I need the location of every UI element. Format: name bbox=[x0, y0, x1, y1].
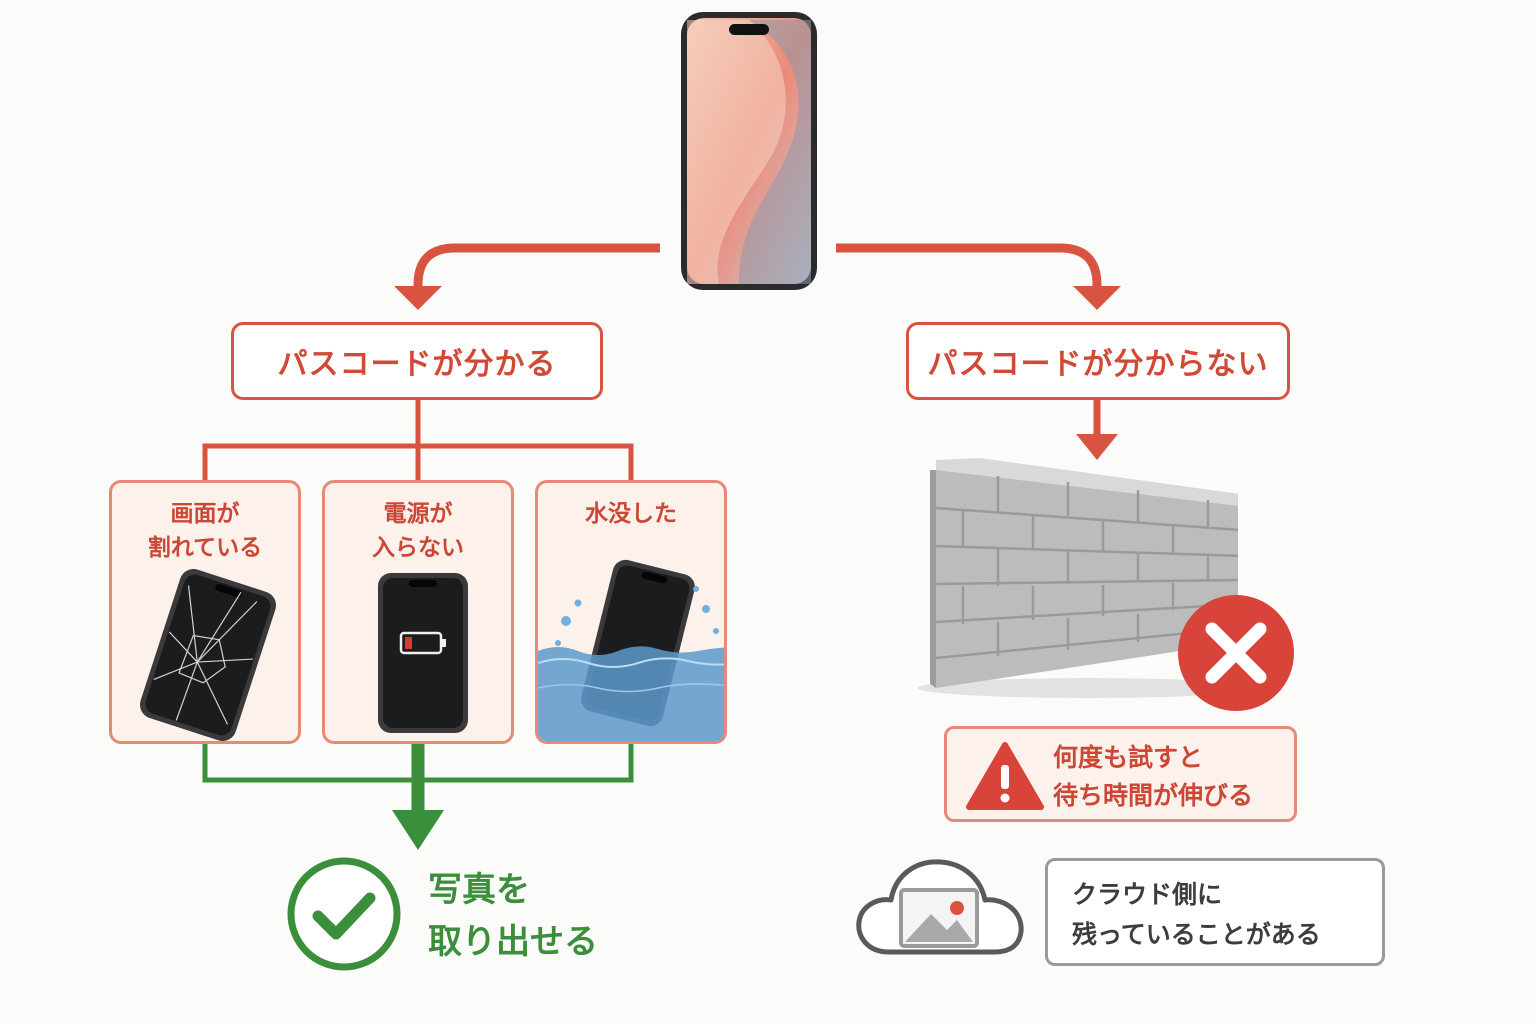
warning-box: 何度も試すと 待ち時間が伸びる bbox=[944, 726, 1297, 822]
low-battery-phone-icon bbox=[378, 573, 468, 733]
case-no-power: 電源が 入らない bbox=[322, 480, 514, 744]
cracked-phone-icon bbox=[139, 569, 277, 741]
check-circle-icon bbox=[287, 857, 401, 971]
arrow-to-unknown bbox=[836, 243, 1102, 292]
cross-circle-icon bbox=[1178, 595, 1294, 711]
cloud-photo-icon bbox=[856, 859, 1024, 955]
arrowhead-left bbox=[394, 286, 442, 310]
unknown-passcode-box: パスコードが分からない bbox=[906, 322, 1290, 400]
green-arrowhead bbox=[392, 810, 444, 850]
result-text: 写真を 取り出せる bbox=[428, 870, 598, 962]
branch-bar bbox=[202, 443, 634, 482]
case-no-power-label: 電源が 入らない bbox=[372, 501, 464, 561]
cloud-note-text: クラウド側に 残っていることがある bbox=[1072, 880, 1321, 949]
case-cracked-label: 画面が 割れている bbox=[147, 501, 263, 561]
known-passcode-box: パスコードが分かる bbox=[231, 322, 603, 400]
cloud-note-box: クラウド側に 残っていることがある bbox=[1045, 858, 1385, 966]
known-passcode-title: パスコードが分かる bbox=[277, 347, 557, 382]
unknown-passcode-title: パスコードが分からない bbox=[927, 347, 1269, 382]
warning-text: 何度も試すと 待ち時間が伸びる bbox=[1053, 743, 1254, 810]
brick-wall-icon bbox=[918, 458, 1238, 698]
arrowhead-right bbox=[1073, 286, 1121, 310]
warning-triangle-icon bbox=[966, 742, 1044, 810]
arrow-to-known bbox=[413, 243, 660, 292]
case-water-damage: 水没した bbox=[535, 480, 727, 744]
arrow-to-wall-head bbox=[1076, 434, 1118, 460]
case-water-label: 水没した bbox=[585, 501, 677, 527]
case-cracked-screen: 画面が 割れている bbox=[109, 480, 301, 744]
water-damaged-phone-icon bbox=[538, 559, 724, 741]
smartphone-icon bbox=[681, 12, 817, 290]
